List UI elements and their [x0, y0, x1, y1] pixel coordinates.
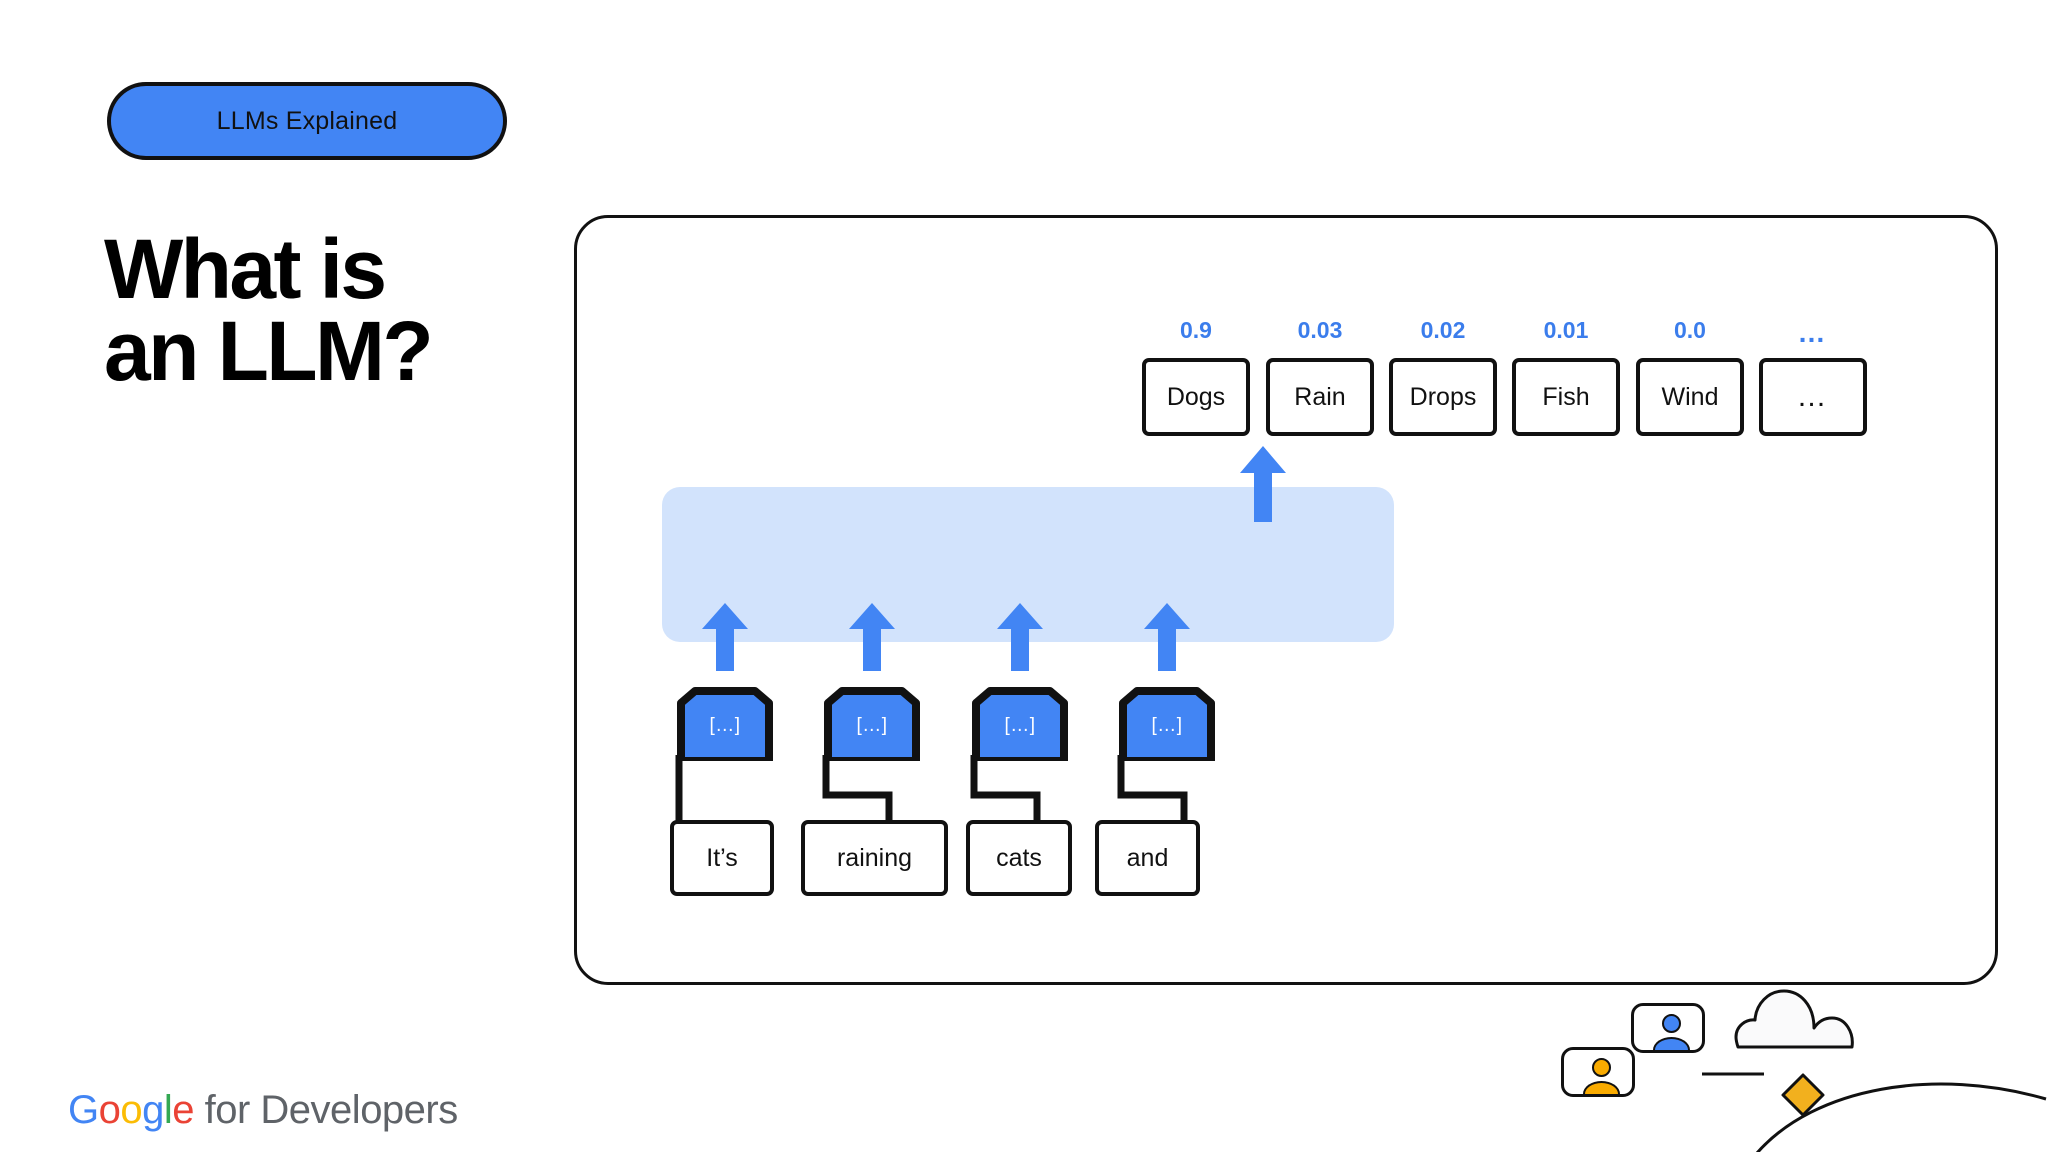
arc-line-icon [1755, 1065, 2048, 1152]
input-token-label-0: It’s [706, 843, 738, 872]
embedding-label-1: […] [856, 715, 888, 736]
input-arrow-icon-1 [849, 603, 895, 671]
candidate-label-4: Wind [1661, 382, 1719, 411]
input-token-label-1: raining [836, 843, 913, 872]
probability-label-1: 0.03 [1297, 317, 1343, 343]
probability-label-4: 0.0 [1674, 317, 1706, 343]
embedding-chip-1[interactable]: […] [824, 687, 920, 761]
page-title: What is an LLM? [104, 222, 434, 399]
logo-letter-o1: o [98, 1088, 121, 1132]
person-tile-yellow-icon [1561, 1047, 1635, 1097]
output-arrow-icon [1240, 446, 1286, 522]
probability-label-5: … [1797, 317, 1829, 348]
candidate-box-more[interactable]: … [1759, 358, 1867, 436]
input-token-label-3: and [1126, 843, 1169, 872]
candidate-label-5: … [1796, 380, 1830, 413]
logo-letter-g1: G [68, 1088, 99, 1132]
diamond-icon [1780, 1072, 1826, 1123]
embedding-label-2: […] [1004, 715, 1036, 736]
embedding-label-3: […] [1151, 715, 1183, 736]
candidate-label-0: Dogs [1166, 382, 1226, 411]
candidate-box-rain[interactable]: Rain [1266, 358, 1374, 436]
input-token-its[interactable]: It’s [670, 820, 774, 896]
input-arrow-icon-3 [1144, 603, 1190, 671]
logo-letter-e1: e [172, 1088, 195, 1132]
input-token-and[interactable]: and [1095, 820, 1200, 896]
candidate-box-dogs[interactable]: Dogs [1142, 358, 1250, 436]
input-arrow-icon-2 [997, 603, 1043, 671]
candidate-label-3: Fish [1542, 382, 1590, 411]
logo-suffix: for Developers [194, 1088, 459, 1132]
person-tile-blue-icon [1631, 1003, 1705, 1053]
input-token-label-2: cats [996, 843, 1042, 872]
embedding-chip-0[interactable]: […] [677, 687, 773, 761]
embedding-label-0: […] [709, 715, 741, 736]
input-token-raining[interactable]: raining [801, 820, 948, 896]
cloud-icon [1730, 985, 1860, 1060]
input-token-cats[interactable]: cats [966, 820, 1072, 896]
candidate-label-1: Rain [1294, 382, 1346, 411]
probability-label-0: 0.9 [1180, 317, 1212, 343]
badge-llms-explained[interactable]: LLMs Explained [107, 82, 507, 160]
candidate-box-drops[interactable]: Drops [1389, 358, 1497, 436]
embedding-chip-3[interactable]: […] [1119, 687, 1215, 761]
probability-label-3: 0.01 [1543, 317, 1589, 343]
logo-letter-o2: o [120, 1088, 143, 1132]
candidate-label-2: Drops [1409, 382, 1477, 411]
candidate-box-fish[interactable]: Fish [1512, 358, 1620, 436]
embedding-chip-2[interactable]: […] [972, 687, 1068, 761]
probability-label-2: 0.02 [1420, 317, 1466, 343]
badge-label: LLMs Explained [216, 106, 398, 135]
google-for-developers-logo: G o o g l e for Developers [68, 1088, 458, 1133]
dash-line-icon [1700, 1064, 1766, 1082]
candidate-box-wind[interactable]: Wind [1636, 358, 1744, 436]
logo-letter-g2: g [142, 1088, 164, 1132]
input-arrow-icon-0 [702, 603, 748, 671]
logo-letter-l1: l [163, 1088, 173, 1132]
